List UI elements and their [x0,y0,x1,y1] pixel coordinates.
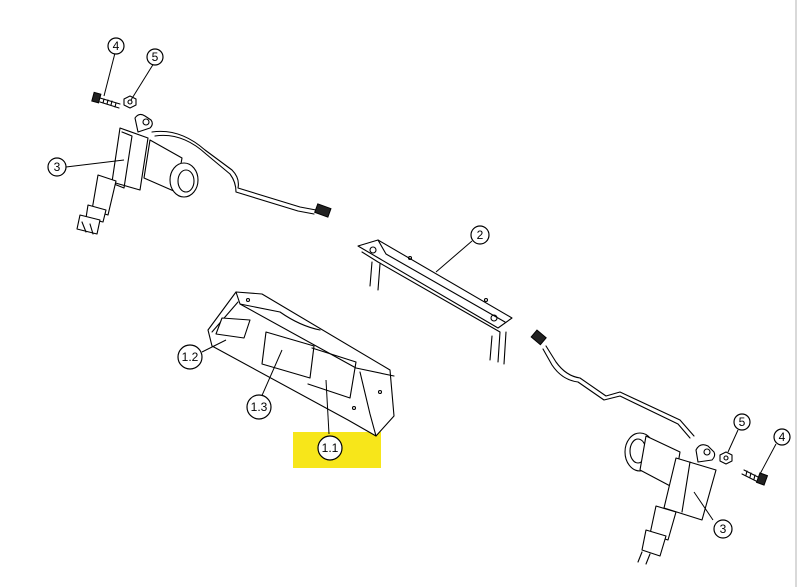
callout-label: 1.3 [251,400,268,414]
callout-label: 5 [739,415,746,429]
callout-4-bottom: 4 [773,428,791,446]
nut-bottom-right [719,451,733,465]
actuator-top-left [76,91,332,235]
leader-lines [65,52,777,521]
callout-label: 1.2 [182,350,199,364]
callout-4-top: 4 [107,37,125,55]
actuator-bottom-right [530,329,769,565]
bracket-2 [357,239,513,365]
callout-3-bottom: 3 [713,519,733,539]
callout-label: 4 [113,39,120,53]
bolt-top-left [91,91,121,109]
callout-2: 2 [470,225,490,245]
bolt-bottom-right [741,469,769,486]
callout-label: 3 [720,522,727,536]
callout-1-2: 1.2 [177,344,203,370]
callout-1-1: 1.1 [317,435,343,461]
callout-5-top: 5 [146,48,164,66]
cover-assembly [207,291,395,437]
callout-label: 5 [152,50,159,64]
callout-label: 2 [477,228,484,242]
callout-label: 3 [54,160,61,174]
callout-label: 1.1 [322,441,339,455]
page-edge-line [795,0,797,587]
nut-top-left [123,95,137,109]
callout-5-bottom: 5 [733,413,751,431]
callout-1-3: 1.3 [246,394,272,420]
callout-3-top: 3 [47,157,67,177]
callout-label: 4 [779,430,786,444]
